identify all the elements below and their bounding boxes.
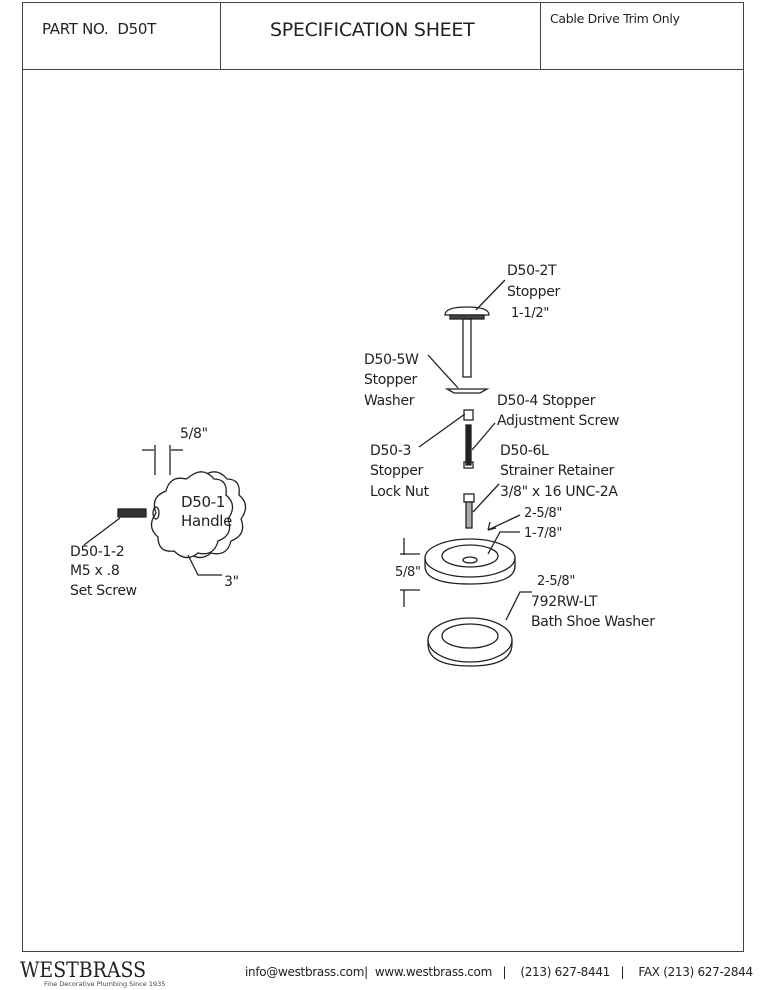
lock-nut-label: Lock Nut (370, 484, 429, 500)
handle-part: D50-1 (181, 493, 226, 511)
page-border (22, 2, 744, 952)
shoe-washer-size: 2-5/8" (537, 574, 576, 589)
fax: FAX (213) 627-2844 (638, 965, 753, 979)
shoe-washer-drawing (427, 591, 532, 667)
contact-line: info@westbrass.com| www.westbrass.com | … (245, 965, 753, 979)
phone: (213) 627-8441 (520, 965, 610, 979)
set-screw-name: Set Screw (70, 583, 137, 599)
adj-screw-label: Adjustment Screw (497, 413, 620, 429)
website-link[interactable]: www.westbrass.com (374, 965, 492, 979)
header-note: Cable Drive Trim Only (550, 11, 680, 26)
washer-part: D50-5W (364, 352, 419, 368)
separator: | (502, 965, 507, 979)
strainer-inner-dim: 1-7/8" (524, 526, 563, 541)
handle-diameter: 3" (224, 574, 239, 590)
washer-label: Stopper (364, 372, 417, 388)
part-no: PART NO. D50T (42, 20, 156, 38)
shoe-washer-name: Bath Shoe Washer (531, 614, 655, 630)
set-screw-part: D50-1-2 (70, 544, 125, 560)
lock-nut-label: Stopper (370, 463, 423, 479)
retainer-name: Strainer Retainer (500, 463, 615, 479)
separator: | (620, 965, 625, 979)
header-row (22, 2, 744, 70)
strainer-outer-dim: 2-5/8" (524, 506, 563, 521)
brand-tagline: Fine Decorative Plumbing Since 1935 (44, 980, 166, 988)
handle-drawing (83, 445, 247, 576)
header-divider (540, 2, 541, 70)
washer-label: Washer (364, 393, 415, 409)
separator: | (364, 965, 368, 979)
retainer-part: D50-6L (500, 443, 549, 459)
set-screw-spec: M5 x .8 (70, 563, 120, 579)
header-divider (220, 2, 221, 70)
stopper-drawing (418, 279, 506, 529)
adj-screw-label: D50-4 Stopper (497, 393, 596, 409)
brand-logo: WESTBRASS (20, 958, 147, 982)
lock-nut-part: D50-3 (370, 443, 412, 459)
page-title: SPECIFICATION SHEET (270, 19, 475, 41)
strainer-height-dim: 5/8" (395, 565, 421, 580)
shoe-washer-part: 792RW-LT (531, 594, 598, 610)
retainer-spec: 3/8" x 16 UNC-2A (500, 484, 618, 500)
handle-name: Handle (181, 512, 233, 530)
stopper-part: D50-2T (507, 263, 557, 279)
email-link[interactable]: info@westbrass.com (245, 965, 365, 979)
stopper-name: Stopper (507, 284, 560, 300)
strainer-drawing (400, 514, 521, 607)
stopper-size: 1-1/2" (511, 306, 550, 321)
handle-width-dim: 5/8" (180, 426, 208, 442)
